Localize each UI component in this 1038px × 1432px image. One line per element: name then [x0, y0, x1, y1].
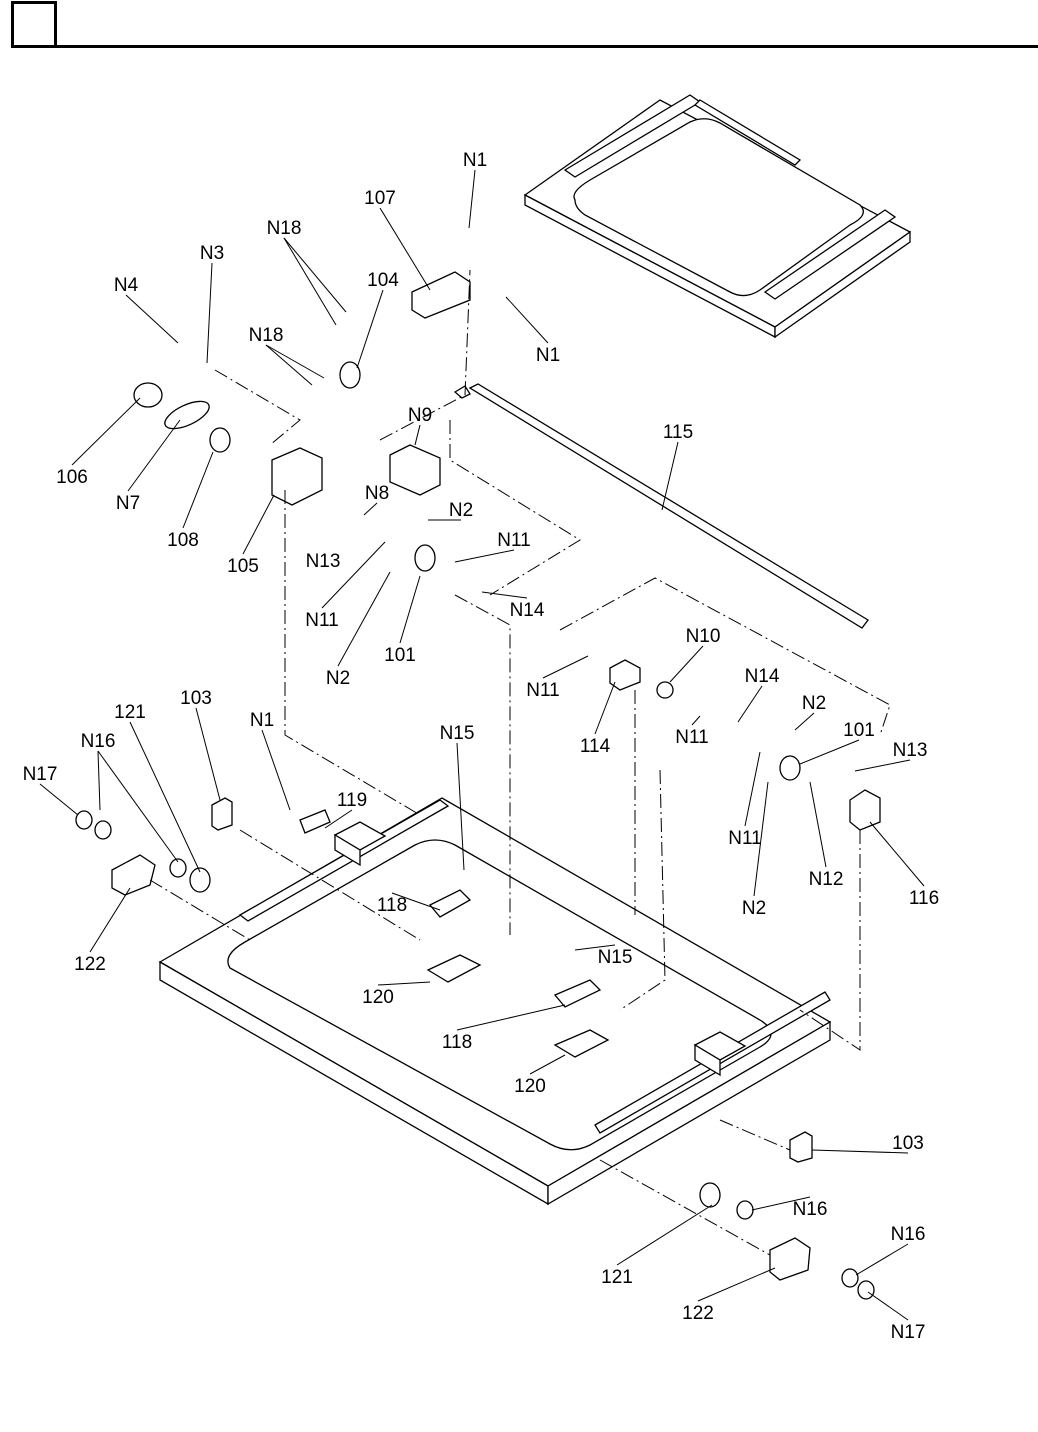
leader-line [856, 1244, 908, 1275]
part-label: N15 [598, 947, 633, 968]
part-label: N14 [745, 666, 780, 687]
leader-line [126, 295, 178, 343]
part-label: N1 [463, 150, 487, 171]
part-label: 120 [362, 987, 394, 1008]
part-label: N2 [742, 898, 766, 919]
leader-line [284, 238, 346, 312]
leader-line [364, 503, 377, 515]
leader-line [128, 420, 180, 491]
leader-line [868, 1292, 908, 1320]
part-label: 118 [442, 1032, 472, 1053]
part-label: N12 [809, 869, 844, 890]
leader-line [455, 550, 514, 562]
part-label: N1 [536, 345, 560, 366]
part-label: N11 [526, 680, 559, 701]
part-label: N11 [497, 530, 530, 551]
leader-line [196, 708, 220, 800]
part-label: N17 [891, 1322, 926, 1343]
leader-line [357, 290, 383, 368]
leader-line [469, 170, 475, 228]
leader-line [284, 238, 336, 325]
part-label: 103 [892, 1133, 924, 1154]
leader-line [266, 345, 312, 385]
leader-line [183, 452, 213, 528]
part-label: N11 [675, 727, 708, 748]
leader-line [266, 345, 324, 378]
part-label: 106 [56, 467, 88, 488]
leader-line [810, 782, 826, 867]
leader-line [795, 713, 814, 730]
part-label: N17 [23, 764, 58, 785]
part-label: N18 [267, 218, 302, 239]
part-label: N9 [408, 405, 432, 426]
leader-line [130, 722, 200, 872]
leader-line [243, 495, 274, 554]
part-label: 105 [227, 556, 259, 577]
leader-line [40, 784, 78, 815]
part-label: N16 [891, 1224, 926, 1245]
leader-line [207, 263, 212, 363]
leader-line [738, 686, 762, 722]
leader-line [262, 730, 290, 810]
part-label: N11 [305, 610, 338, 631]
assembled-frame-view [525, 95, 910, 337]
part-label: 121 [601, 1267, 633, 1288]
part-label: 119 [337, 790, 367, 811]
part-label: N3 [200, 243, 224, 264]
part-label: N8 [365, 483, 389, 504]
part-label: N2 [449, 500, 473, 521]
part-label: 103 [180, 688, 212, 709]
part-label: N14 [510, 600, 545, 621]
part-label: 107 [364, 188, 396, 209]
part-label: 118 [377, 895, 407, 916]
part-label: N18 [249, 325, 284, 346]
leader-line [98, 751, 178, 862]
part-label: N13 [306, 551, 341, 572]
part-label: N1 [250, 710, 274, 731]
part-label: 116 [909, 888, 939, 909]
leader-line [543, 656, 588, 678]
part-label: N13 [893, 740, 928, 761]
leader-line [870, 822, 924, 886]
part-label: N4 [114, 275, 139, 296]
part-label: 108 [167, 530, 199, 551]
leader-line [595, 682, 615, 734]
leader-line [90, 888, 130, 952]
part-label: 114 [580, 736, 611, 757]
shaft-115 [455, 384, 868, 628]
base-frame [160, 798, 830, 1204]
part-label: N11 [728, 828, 761, 849]
leader-line [698, 1268, 775, 1301]
part-label: N10 [686, 626, 721, 647]
part-label: 104 [367, 270, 399, 291]
part-label: N15 [440, 723, 475, 744]
leader-line [506, 297, 548, 343]
part-label: 115 [663, 422, 693, 443]
leader-line [400, 576, 420, 643]
leader-line [800, 740, 859, 764]
part-label: 121 [114, 702, 146, 723]
leader-line [415, 425, 420, 445]
part-label: N2 [802, 693, 826, 714]
part-label: 101 [843, 720, 875, 741]
leader-line [617, 1205, 712, 1265]
part-label: N16 [81, 731, 116, 752]
part-label: N7 [116, 493, 140, 514]
leader-line [855, 760, 910, 771]
part-label: N16 [793, 1199, 828, 1220]
leader-line [98, 751, 100, 810]
leader-line [338, 572, 390, 666]
leader-line [745, 752, 760, 826]
leader-line [482, 592, 527, 598]
part-label: 101 [384, 645, 416, 666]
part-label: 120 [514, 1076, 546, 1097]
leader-line [72, 398, 140, 465]
leader-line [692, 716, 700, 725]
part-label: 122 [682, 1303, 714, 1324]
part-label: N2 [326, 668, 350, 689]
part-label: 122 [74, 954, 106, 975]
leader-line [670, 646, 703, 682]
